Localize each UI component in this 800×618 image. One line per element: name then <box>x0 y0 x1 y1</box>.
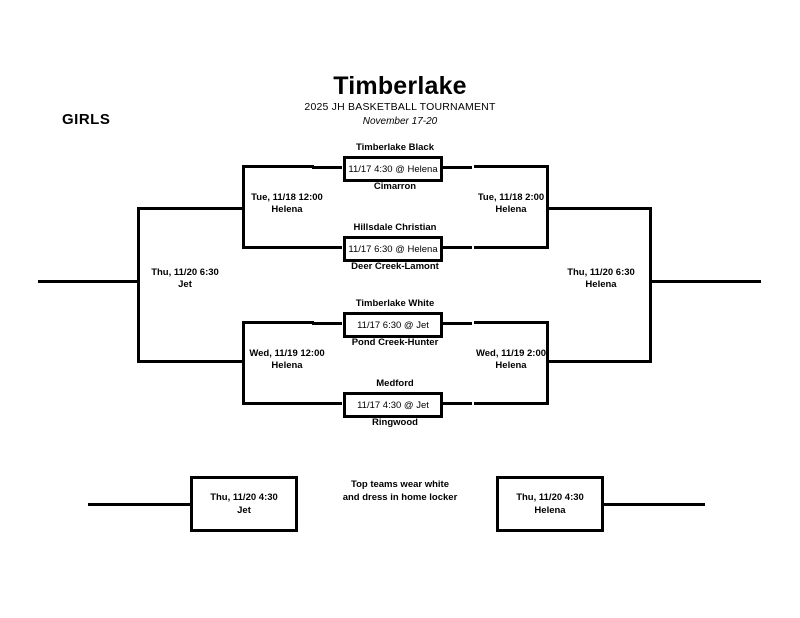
slot-lower-left-semi-site: Helena <box>271 360 303 371</box>
line-game1-left-stub <box>312 166 342 169</box>
slot-upper-right-semi-site: Helena <box>495 204 527 215</box>
slot-left-final: Thu, 11/20 6:30 Jet <box>110 267 260 291</box>
line-right-final-out <box>649 280 761 283</box>
slot-lower-left-semi-datetime: Wed, 11/19 12:00 <box>249 348 325 359</box>
game-3-time: 11/17 6:30 @ Jet <box>357 319 429 331</box>
slot-right-final-datetime: Thu, 11/20 6:30 <box>567 267 635 278</box>
line-consolation-left-stub <box>88 503 192 506</box>
game-3-box[interactable]: 11/17 6:30 @ Jet <box>343 312 443 338</box>
line-lower-left-semi-top <box>242 321 314 324</box>
dress-code-note-line2: and dress in home locker <box>342 492 458 503</box>
line-upper-right-semi-top <box>474 165 549 168</box>
line-upper-right-semi-out <box>546 207 579 210</box>
line-lower-left-semi-vertical <box>242 321 245 405</box>
line-left-final-top <box>137 207 215 210</box>
line-lower-right-semi-top <box>474 321 549 324</box>
slot-upper-left-semi: Tue, 11/18 12:00 Helena <box>212 192 362 216</box>
line-right-final-vertical <box>649 207 652 363</box>
slot-left-final-site: Jet <box>178 279 192 290</box>
consolation-left-site: Jet <box>237 505 251 516</box>
line-game1-right-stub <box>442 166 472 169</box>
game-2-time: 11/17 6:30 @ Helena <box>348 243 438 255</box>
line-game2-right-stub <box>442 246 472 249</box>
slot-right-final: Thu, 11/20 6:30 Helena <box>526 267 676 291</box>
tournament-dates: November 17-20 <box>362 116 438 127</box>
line-upper-left-semi-bottom <box>242 246 314 249</box>
game-4-box[interactable]: 11/17 4:30 @ Jet <box>343 392 443 418</box>
line-left-final-out <box>38 280 140 283</box>
line-lower-right-semi-vertical <box>546 321 549 405</box>
slot-upper-right-semi: Tue, 11/18 2:00 Helena <box>436 192 586 216</box>
game-2-top-team: Hillsdale Christian <box>353 222 437 233</box>
division-label: GIRLS <box>62 111 111 128</box>
line-lower-right-semi-out <box>546 360 579 363</box>
line-left-final-vertical <box>137 207 140 363</box>
tournament-title: Timberlake <box>333 72 467 100</box>
game-4-bottom-team: Ringwood <box>372 417 418 428</box>
line-lower-left-semi-bottom <box>242 402 314 405</box>
slot-lower-right-semi-site: Helena <box>495 360 527 371</box>
consolation-right-box[interactable]: Thu, 11/20 4:30 Helena <box>496 476 604 532</box>
slot-upper-right-semi-datetime: Tue, 11/18 2:00 <box>477 192 545 203</box>
game-1-box[interactable]: 11/17 4:30 @ Helena <box>343 156 443 182</box>
slot-lower-right-semi-datetime: Wed, 11/19 2:00 <box>475 348 547 359</box>
consolation-right-site: Helena <box>534 505 566 516</box>
line-game2-left-stub <box>312 246 342 249</box>
game-2-bottom-team: Deer Creek-Lamont <box>351 261 439 272</box>
line-upper-left-semi-top <box>242 165 314 168</box>
slot-left-final-datetime: Thu, 11/20 6:30 <box>151 267 219 278</box>
game-1-top-team: Timberlake Black <box>356 142 434 153</box>
tournament-header: Timberlake 2025 JH BASKETBALL TOURNAMENT… <box>230 72 570 129</box>
slot-lower-left-semi: Wed, 11/19 12:00 Helena <box>212 348 362 372</box>
game-3-top-team: Timberlake White <box>355 298 435 309</box>
slot-lower-right-semi: Wed, 11/19 2:00 Helena <box>436 348 586 372</box>
slot-upper-left-semi-site: Helena <box>271 204 303 215</box>
line-right-final-top <box>576 207 652 210</box>
slot-right-final-site: Helena <box>585 279 617 290</box>
line-game3-right-stub <box>442 322 472 325</box>
game-3-bottom-team: Pond Creek-Hunter <box>351 337 439 348</box>
line-lower-right-semi-bottom <box>474 402 549 405</box>
tournament-subtitle: 2025 JH BASKETBALL TOURNAMENT <box>304 101 496 113</box>
line-consolation-right-stub <box>601 503 705 506</box>
line-game4-left-stub <box>312 402 342 405</box>
game-4-time: 11/17 4:30 @ Jet <box>357 399 429 411</box>
consolation-right-datetime: Thu, 11/20 4:30 <box>516 492 584 503</box>
slot-upper-left-semi-datetime: Tue, 11/18 12:00 <box>251 192 323 203</box>
consolation-left-datetime: Thu, 11/20 4:30 <box>210 492 278 503</box>
dress-code-note: Top teams wear white and dress in home l… <box>320 478 480 504</box>
line-upper-right-semi-bottom <box>474 246 549 249</box>
dress-code-note-line1: Top teams wear white <box>350 479 449 490</box>
line-lower-left-semi-out <box>212 360 245 363</box>
game-2-box[interactable]: 11/17 6:30 @ Helena <box>343 236 443 262</box>
game-1-bottom-team: Cimarron <box>373 181 417 192</box>
line-right-final-bottom <box>576 360 652 363</box>
line-left-final-bottom <box>137 360 215 363</box>
game-4-top-team: Medford <box>376 378 414 389</box>
line-game3-left-stub <box>312 322 342 325</box>
game-1-time: 11/17 4:30 @ Helena <box>348 163 438 175</box>
consolation-left-box[interactable]: Thu, 11/20 4:30 Jet <box>190 476 298 532</box>
line-game4-right-stub <box>442 402 472 405</box>
line-upper-left-semi-out <box>212 207 245 210</box>
